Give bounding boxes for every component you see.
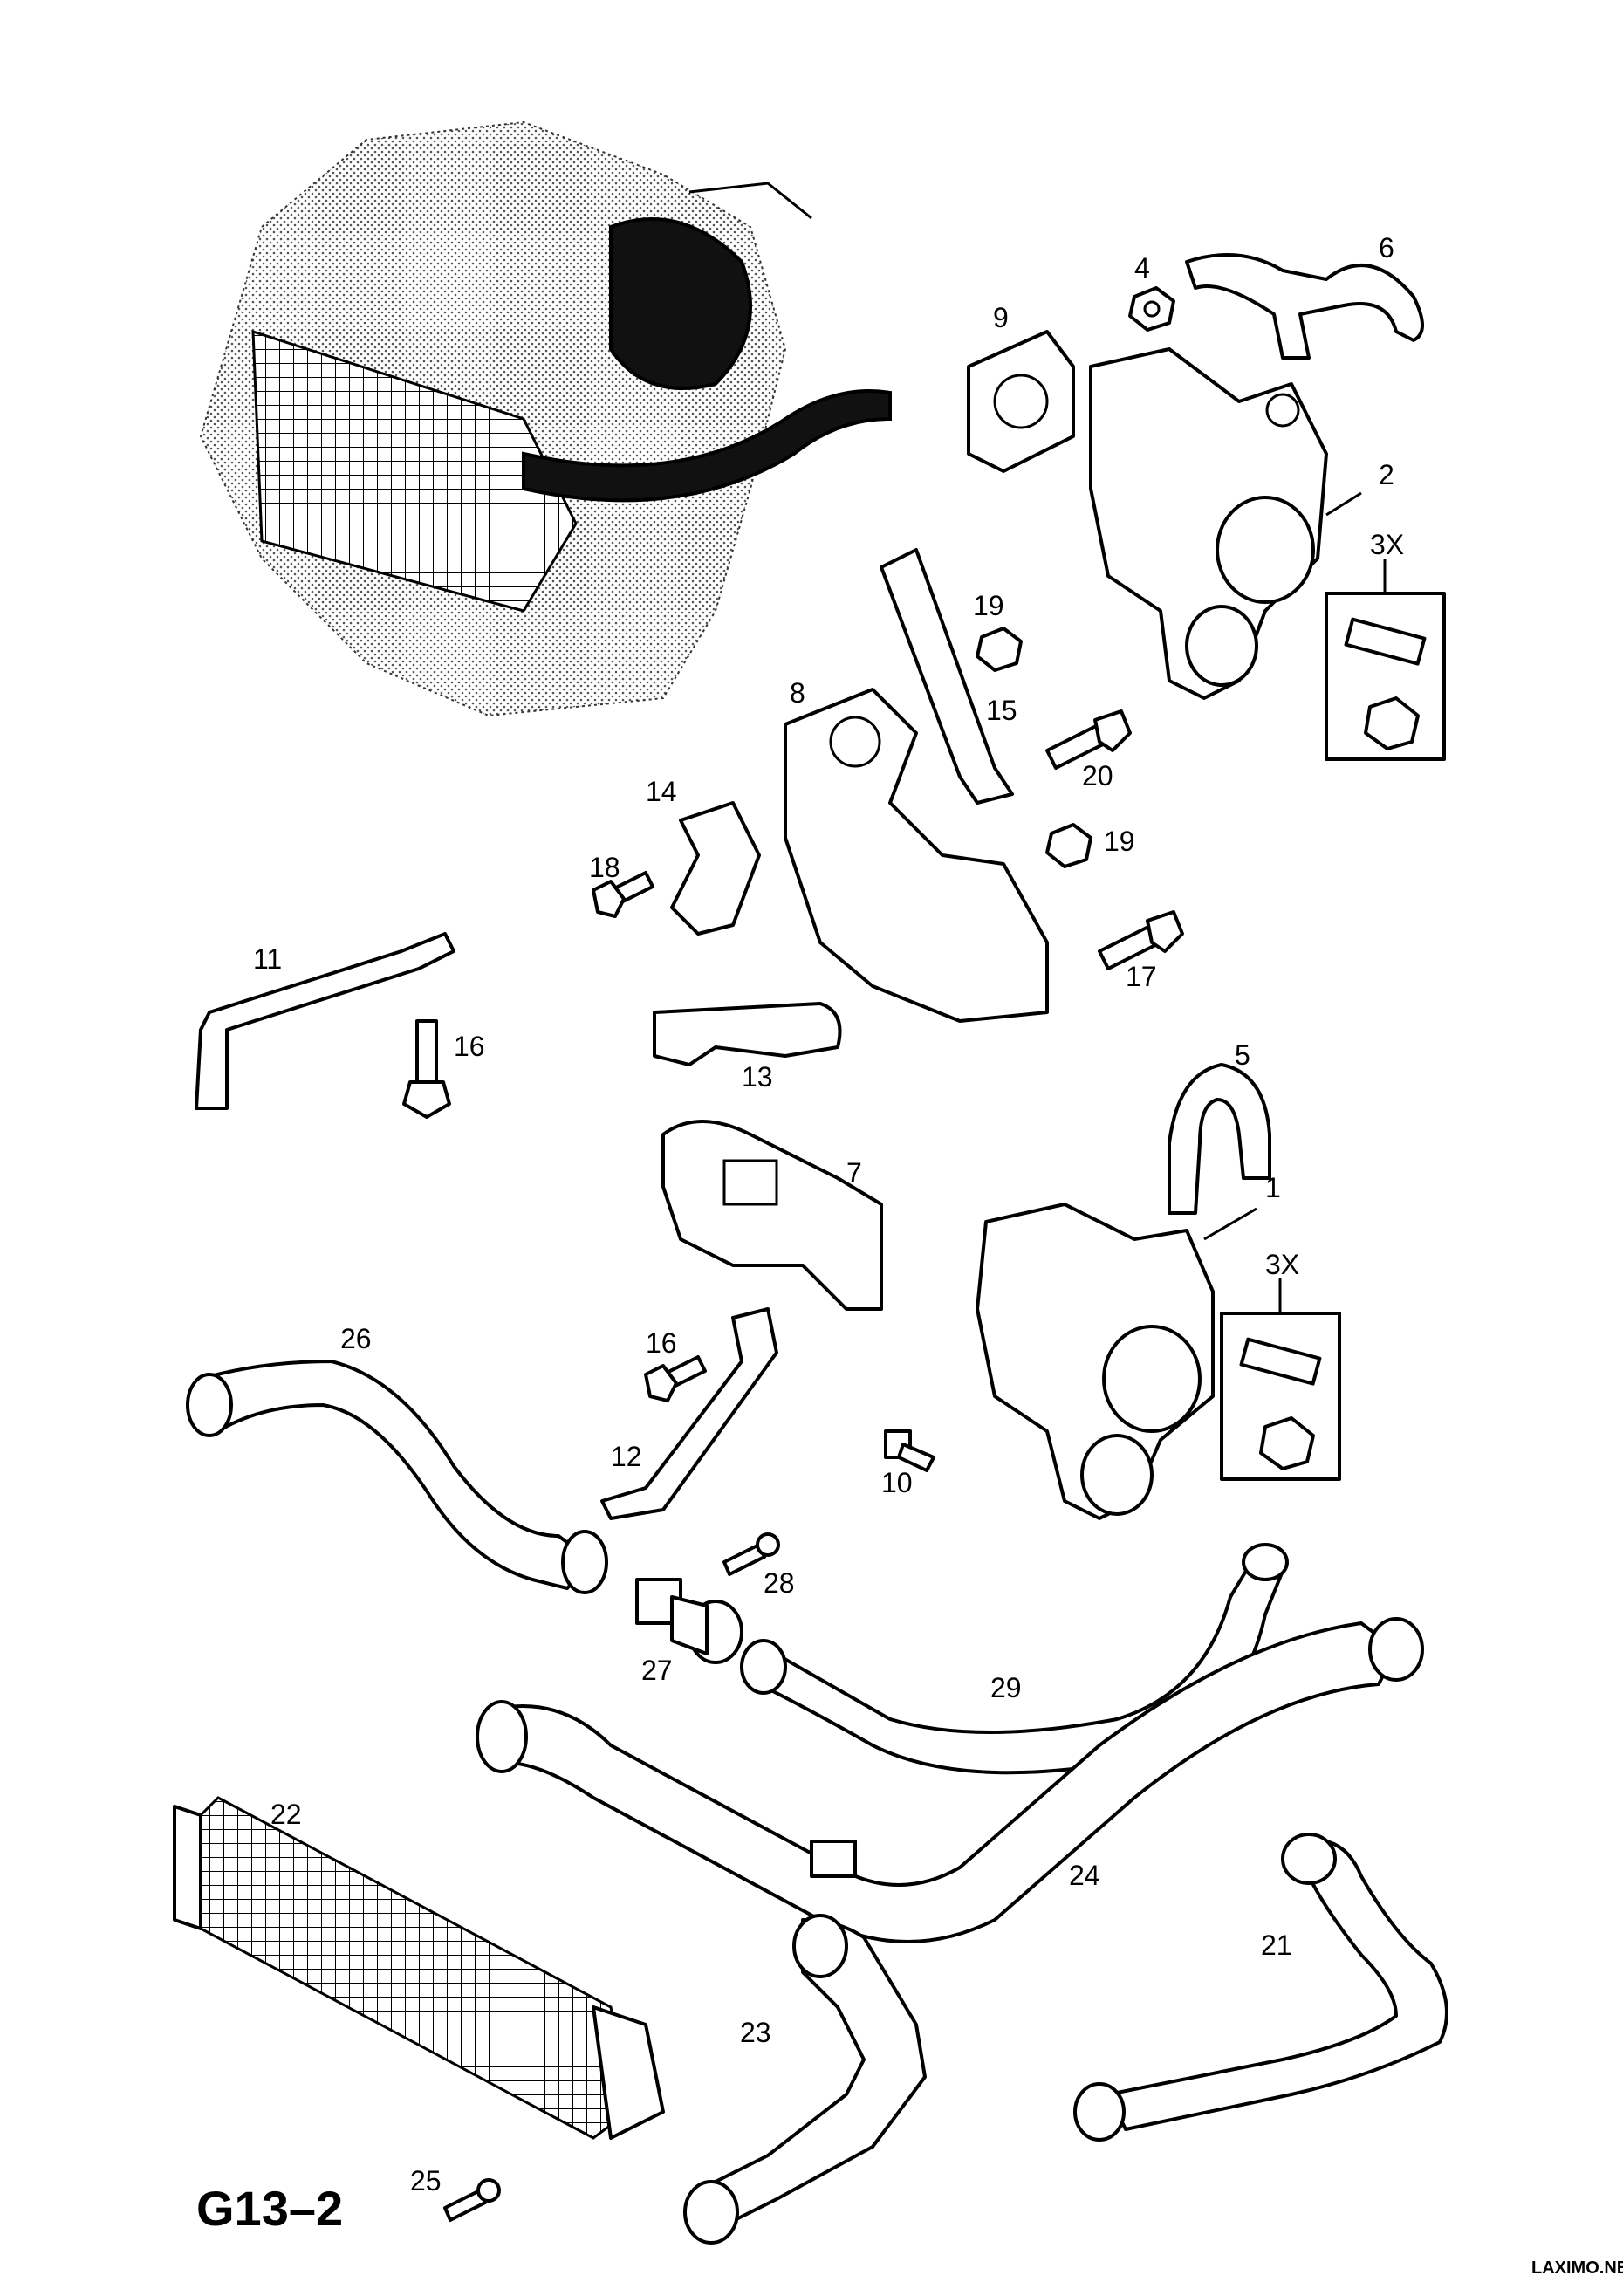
callout-26: 26: [340, 1323, 372, 1354]
callout-24: 24: [1069, 1860, 1100, 1891]
bolt-18: [592, 871, 654, 918]
sensor-27: [635, 1578, 743, 1664]
callout-18: 18: [589, 852, 620, 883]
callout-27: 27: [641, 1655, 673, 1686]
callout-15: 15: [986, 695, 1017, 726]
leader-lines: [1203, 491, 1362, 1241]
callout-10: 10: [881, 1467, 913, 1498]
callout-19-lower: 19: [1104, 826, 1135, 857]
callout-21: 21: [1261, 1929, 1292, 1961]
callout-12: 12: [611, 1441, 642, 1472]
bracket-11: [195, 932, 455, 1110]
nut-19-upper: [976, 627, 1023, 672]
watermark: LAXIMO.NET: [1531, 2258, 1623, 2278]
callout-1: 1: [1265, 1172, 1281, 1203]
callout-29: 29: [990, 1672, 1022, 1703]
engine-overview: [199, 120, 892, 717]
hose-5: [1168, 1063, 1271, 1215]
callout-19-upper: 19: [973, 590, 1004, 621]
callout-17: 17: [1126, 961, 1157, 992]
bracket-14: [670, 801, 761, 936]
bolt-16-upper: [402, 1019, 451, 1119]
pipe-7: [661, 1120, 883, 1311]
bracket-12: [600, 1307, 778, 1520]
exhaust-converter-8: [784, 688, 1049, 1023]
callout-3x-lower: 3X: [1265, 1249, 1299, 1280]
callout-28: 28: [764, 1567, 795, 1599]
diagram-code: G13–2: [196, 2181, 343, 2236]
callout-14: 14: [646, 776, 677, 807]
callout-16-upper: 16: [454, 1031, 485, 1062]
hose-24: [476, 1617, 1424, 1943]
stud-kit-box-upper: [1325, 559, 1446, 761]
callout-8: 8: [790, 677, 805, 709]
bolt-16-lower: [644, 1355, 707, 1402]
callout-3x-upper: 3X: [1370, 529, 1404, 560]
callout-7: 7: [846, 1157, 862, 1189]
hose-6: [1185, 253, 1424, 360]
bolt-17: [1098, 910, 1184, 970]
callout-16-lower: 16: [646, 1327, 677, 1359]
turbocharger-1: [976, 1203, 1215, 1520]
callout-20: 20: [1082, 760, 1113, 792]
callout-2: 2: [1379, 459, 1394, 490]
callout-6: 6: [1379, 232, 1394, 264]
callout-4: 4: [1134, 252, 1150, 284]
intercooler-22: [173, 1796, 665, 2140]
gasket-9: [967, 330, 1075, 473]
callout-25: 25: [410, 2165, 442, 2197]
callout-9: 9: [993, 302, 1009, 333]
callout-13: 13: [742, 1061, 773, 1093]
nut-4: [1128, 286, 1175, 332]
callout-23: 23: [740, 2017, 771, 2048]
hose-26: [186, 1360, 608, 1594]
stud-kit-box-lower: [1220, 1278, 1341, 1481]
hose-21: [1073, 1833, 1448, 2142]
bolt-20: [1045, 709, 1132, 770]
bolt-10: [884, 1429, 935, 1472]
screw-25: [443, 2178, 501, 2222]
screw-28: [722, 1532, 780, 1576]
pipe-13: [653, 1002, 842, 1066]
nut-19-lower: [1045, 823, 1092, 868]
bracket-15: [880, 548, 1014, 805]
callout-5: 5: [1235, 1039, 1250, 1071]
callout-11: 11: [253, 943, 282, 975]
callout-22: 22: [270, 1799, 302, 1830]
callout-labels: 1 2 3X 3X 4 5 6 7 8 9 10 11 12 13 14 15 …: [253, 232, 1404, 2197]
turbocharger-2: [1089, 347, 1328, 700]
hose-23: [683, 1914, 927, 2245]
